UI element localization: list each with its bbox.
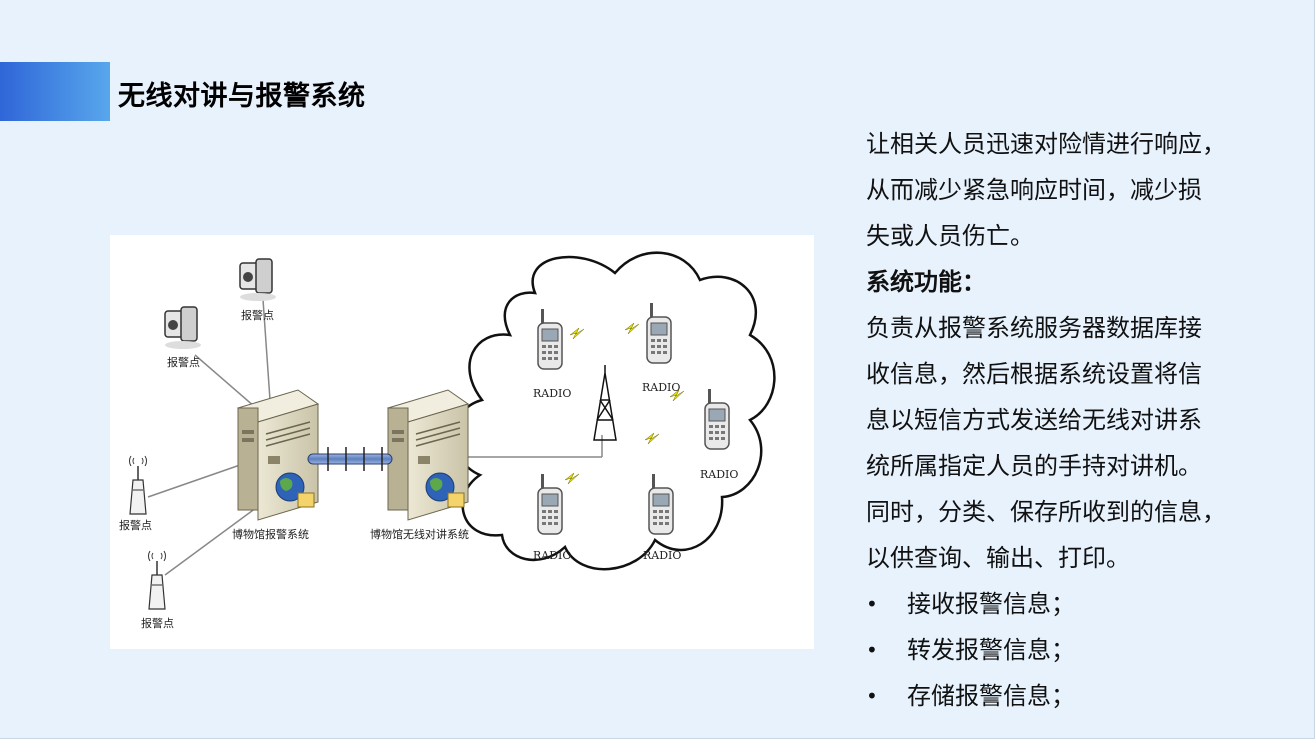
alarm-point-label: 报警点 bbox=[141, 616, 174, 630]
alarm-camera-icon bbox=[164, 306, 202, 350]
radio-server-label: 博物馆无线对讲系统 bbox=[370, 527, 469, 541]
alarm-point-label: 报警点 bbox=[241, 308, 274, 322]
page-title: 无线对讲与报警系统 bbox=[118, 81, 366, 112]
radio-label: RADIO bbox=[642, 381, 680, 394]
radio-label: RADIO bbox=[643, 549, 681, 562]
globe-icon bbox=[425, 472, 465, 508]
bullet-marker: • bbox=[866, 638, 878, 662]
radio-label: RADIO bbox=[533, 387, 571, 400]
bullet-marker: • bbox=[866, 592, 878, 616]
list-item: • 存储报警信息； bbox=[866, 673, 1306, 719]
radio-tower-icon bbox=[593, 365, 617, 441]
list-item: • 转发报警信息； bbox=[866, 627, 1306, 673]
intro-line: 从而减少紧急响应时间，减少损 bbox=[866, 176, 1202, 204]
alarm-camera-icon bbox=[239, 258, 277, 302]
body-line: 同时，分类、保存所收到的信息， bbox=[866, 498, 1226, 526]
body-line: 以供查询、输出、打印。 bbox=[866, 544, 1130, 572]
system-diagram: 报警点 报警点 报警点 报警点 博物馆报警系统 bbox=[110, 235, 814, 649]
list-item: • 接收报警信息； bbox=[866, 581, 1306, 627]
description-text: 让相关人员迅速对险情进行响应， 从而减少紧急响应时间，减少损 失或人员伤亡。 系… bbox=[866, 121, 1306, 719]
intro-line: 让相关人员迅速对险情进行响应， bbox=[866, 130, 1226, 158]
alarm-server-label: 博物馆报警系统 bbox=[232, 527, 309, 541]
title-accent-bar bbox=[0, 62, 110, 121]
server-link bbox=[307, 447, 393, 471]
body-line: 统所属指定人员的手持对讲机。 bbox=[866, 452, 1202, 480]
alarm-antenna-icon bbox=[128, 455, 148, 515]
body-line: 息以短信方式发送给无线对讲系 bbox=[866, 406, 1202, 434]
bullet-marker: • bbox=[866, 684, 878, 708]
alarm-point-label: 报警点 bbox=[167, 355, 200, 369]
function-list: • 接收报警信息； • 转发报警信息； • 存储报警信息； bbox=[866, 581, 1306, 719]
list-item-text: 接收报警信息； bbox=[907, 590, 1075, 618]
alarm-point-label: 报警点 bbox=[119, 518, 152, 532]
globe-icon bbox=[275, 472, 315, 508]
list-item-text: 存储报警信息； bbox=[907, 682, 1075, 710]
connection-lines bbox=[147, 284, 603, 576]
functions-heading: 系统功能： bbox=[866, 268, 986, 296]
intro-line: 失或人员伤亡。 bbox=[866, 222, 1034, 250]
radio-label: RADIO bbox=[533, 549, 571, 562]
list-item-text: 转发报警信息； bbox=[907, 636, 1075, 664]
radio-label: RADIO bbox=[700, 468, 738, 481]
alarm-antenna-icon bbox=[147, 550, 167, 610]
body-line: 负责从报警系统服务器数据库接 bbox=[866, 314, 1202, 342]
body-line: 收信息，然后根据系统设置将信 bbox=[866, 360, 1202, 388]
diagram-svg: 报警点 报警点 报警点 报警点 博物馆报警系统 bbox=[119, 251, 776, 630]
